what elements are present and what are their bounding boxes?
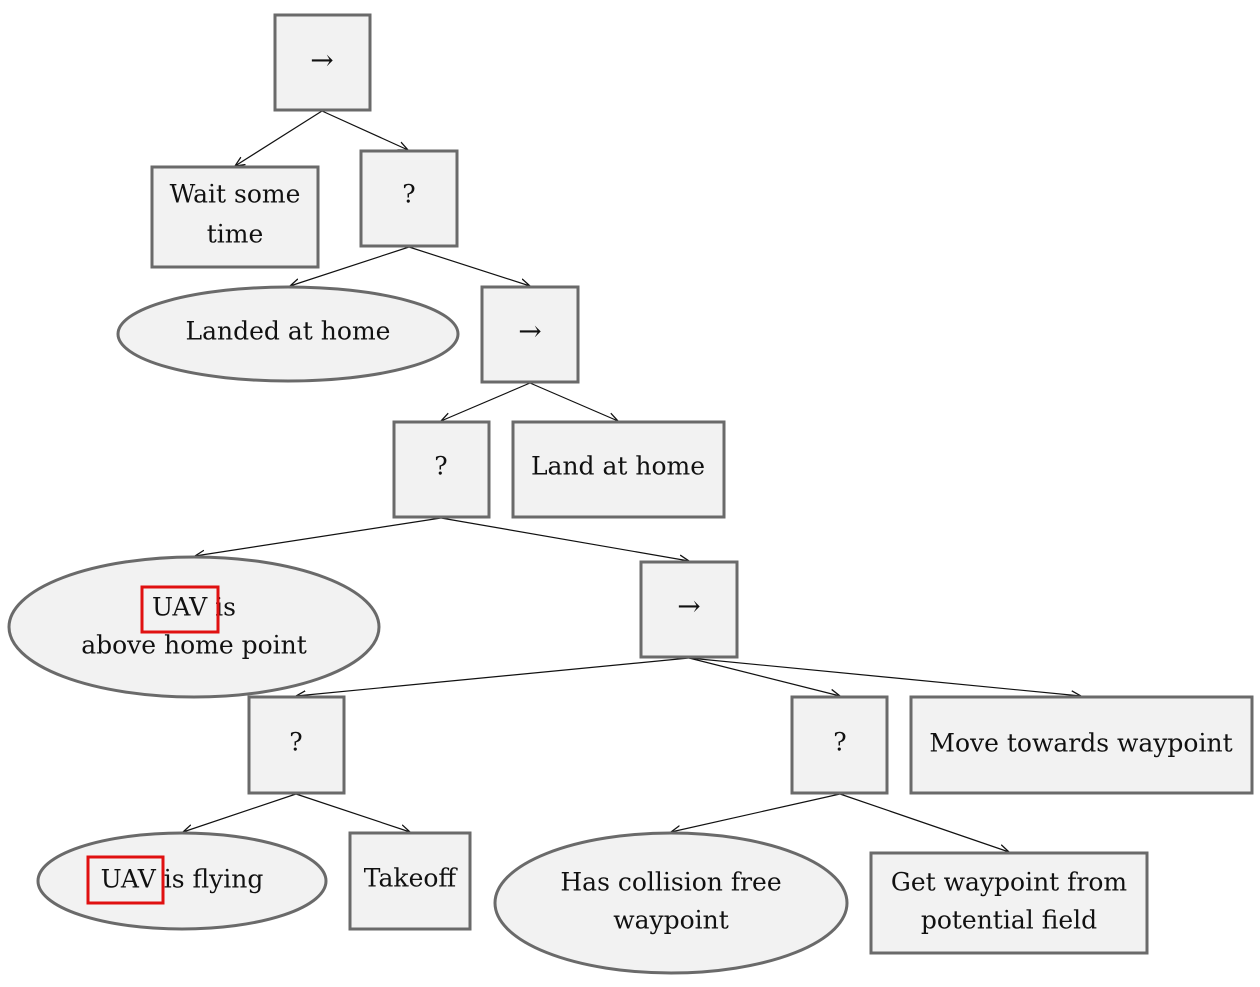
node-label: time — [207, 220, 264, 249]
node-label: Get waypoint from — [891, 868, 1128, 897]
sequence-symbol: → — [677, 590, 700, 623]
node-label: waypoint — [613, 906, 729, 935]
node-sequence-3: → — [639, 560, 739, 659]
node-fallback-4: ? — [790, 695, 889, 795]
node-label: Takeoff — [364, 864, 459, 893]
sequence-symbol: → — [310, 44, 333, 77]
node-fallback-2: ? — [392, 420, 491, 519]
highlight-box — [86, 855, 165, 905]
node-label: UAV is flying — [101, 865, 264, 894]
node-fallback-1: ? — [359, 149, 459, 248]
node-wait-some-time: Wait some time — [150, 165, 320, 269]
fallback-symbol: ? — [402, 180, 415, 209]
node-fallback-3: ? — [247, 695, 346, 795]
node-get-waypoint-from-potential-field: Get waypoint from potential field — [869, 851, 1149, 955]
node-uav-above-home-point: UAV is above home point — [7, 555, 381, 699]
fallback-symbol: ? — [434, 452, 447, 481]
node-uav-is-flying: UAV is flying — [36, 831, 328, 931]
node-root-sequence: → — [273, 13, 372, 112]
node-label: Land at home — [531, 452, 705, 481]
node-label: Move towards waypoint — [929, 729, 1232, 758]
node-label: UAV is — [152, 593, 236, 622]
node-has-collision-free-waypoint: Has collision free waypoint — [493, 831, 849, 975]
node-label: above home point — [81, 631, 307, 660]
node-move-towards-waypoint: Move towards waypoint — [909, 695, 1254, 795]
fallback-symbol: ? — [833, 728, 846, 757]
node-label: Wait some — [170, 180, 301, 209]
edges — [183, 110, 1081, 852]
highlight-box — [140, 585, 220, 634]
node-label: potential field — [921, 906, 1097, 935]
sequence-symbol: → — [518, 315, 541, 348]
node-label: Landed at home — [186, 317, 391, 346]
node-takeoff: Takeoff — [348, 831, 472, 931]
node-landed-at-home: Landed at home — [116, 285, 460, 383]
node-label: Has collision free — [560, 868, 781, 897]
node-sequence-2: → — [480, 285, 580, 384]
node-land-at-home: Land at home — [511, 420, 726, 519]
fallback-symbol: ? — [289, 728, 302, 757]
